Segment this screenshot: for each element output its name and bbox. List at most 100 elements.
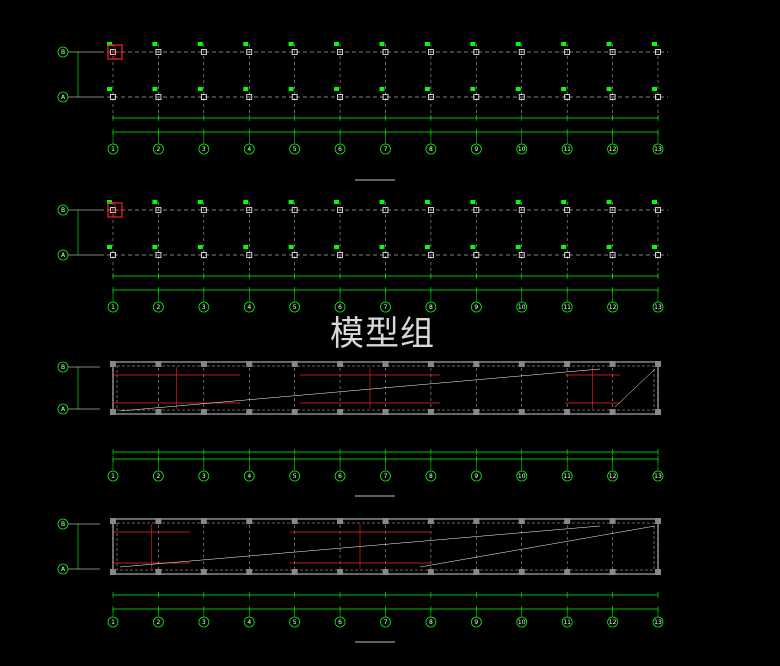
column-axis-label: 11 (563, 473, 571, 480)
column-axis-bubble (561, 143, 573, 155)
row-axis-bubble (57, 91, 69, 103)
column-tag (652, 87, 657, 91)
column-mark (155, 207, 162, 213)
column-mark (246, 207, 253, 213)
column-tag (652, 42, 657, 46)
column-mark (246, 518, 253, 524)
column-mark (382, 252, 389, 258)
column-mark (200, 409, 207, 415)
column-mark (655, 252, 661, 258)
column-mark (200, 94, 207, 100)
column-axis-bubble (107, 470, 119, 482)
column-axis-bubble (425, 470, 437, 482)
column-mark (564, 252, 571, 258)
column-tag (107, 200, 112, 204)
column-mark (155, 569, 162, 575)
column-tag (652, 200, 657, 204)
column-axis-label: 10 (518, 619, 526, 626)
column-tag (606, 200, 612, 204)
column-mark (200, 49, 207, 55)
column-axis-label: 3 (202, 619, 206, 626)
column-mark (337, 252, 343, 258)
column-mark (337, 409, 344, 415)
column-axis-bubble (289, 143, 301, 155)
column-mark (428, 49, 434, 55)
slab-diagonal (419, 525, 656, 568)
column-axis-bubble (516, 301, 528, 313)
column-mark (291, 49, 298, 55)
column-axis-label: 1 (111, 304, 115, 311)
column-mark (655, 49, 661, 55)
column-mark (518, 252, 525, 258)
column-mark (337, 361, 344, 367)
column-axis-label: 5 (293, 146, 297, 153)
column-axis-label: 7 (384, 146, 388, 153)
column-axis-label: 2 (157, 146, 161, 153)
column-mark (155, 409, 162, 415)
column-axis-bubble (470, 301, 482, 313)
column-axis-label: 4 (247, 619, 251, 626)
column-axis-bubble (243, 143, 255, 155)
column-axis-bubble (243, 616, 255, 628)
column-mark (246, 409, 253, 415)
column-mark (609, 569, 616, 575)
column-axis-bubble (334, 143, 346, 155)
column-axis-bubble (425, 143, 437, 155)
row-axis-label: A (61, 252, 66, 259)
column-mark (382, 49, 389, 55)
column-mark (564, 49, 571, 55)
column-tag (470, 42, 476, 46)
column-axis-bubble (516, 470, 528, 482)
column-tag (107, 87, 112, 91)
column-mark (518, 518, 525, 524)
column-mark (291, 409, 298, 415)
column-axis-label: 2 (157, 304, 161, 311)
column-mark (427, 569, 434, 575)
column-axis-bubble (380, 470, 391, 482)
column-mark (518, 207, 525, 213)
column-axis-label: 8 (429, 304, 433, 311)
column-axis-label: 7 (384, 619, 388, 626)
column-axis-label: 12 (609, 619, 617, 626)
column-mark (291, 252, 298, 258)
row-axis-bubble (57, 249, 69, 261)
column-mark (473, 207, 480, 213)
column-mark (473, 252, 480, 258)
column-tag (515, 87, 521, 91)
column-axis-bubble (470, 616, 482, 628)
column-mark (382, 361, 389, 367)
column-axis-bubble (334, 301, 346, 313)
column-mark (246, 94, 253, 100)
column-mark (518, 49, 525, 55)
column-axis-bubble (107, 616, 119, 628)
column-mark (609, 518, 616, 524)
column-mark (564, 569, 571, 575)
slab-inner-outline (116, 365, 655, 411)
column-mark (200, 361, 207, 367)
column-axis-label: 11 (563, 619, 571, 626)
column-axis-bubble (153, 143, 164, 155)
column-axis-bubble (198, 616, 210, 628)
column-axis-label: 10 (518, 304, 526, 311)
column-axis-bubble (607, 301, 618, 313)
column-axis-label: 11 (563, 304, 571, 311)
column-axis-bubble (425, 616, 437, 628)
column-mark (337, 49, 343, 55)
column-tag (606, 87, 612, 91)
column-mark (518, 94, 525, 100)
column-mark (110, 409, 116, 415)
column-tag (652, 245, 657, 249)
column-mark (609, 361, 616, 367)
column-mark (200, 569, 207, 575)
column-axis-label: 9 (474, 304, 478, 311)
column-mark (428, 94, 434, 100)
slab-diagonal (614, 368, 656, 408)
column-axis-label: 5 (293, 619, 297, 626)
column-mark (655, 409, 661, 415)
column-axis-bubble (607, 616, 618, 628)
column-axis-label: 4 (247, 146, 251, 153)
row-axis-bubble (57, 361, 69, 373)
column-mark (155, 518, 162, 524)
column-tag (606, 42, 612, 46)
